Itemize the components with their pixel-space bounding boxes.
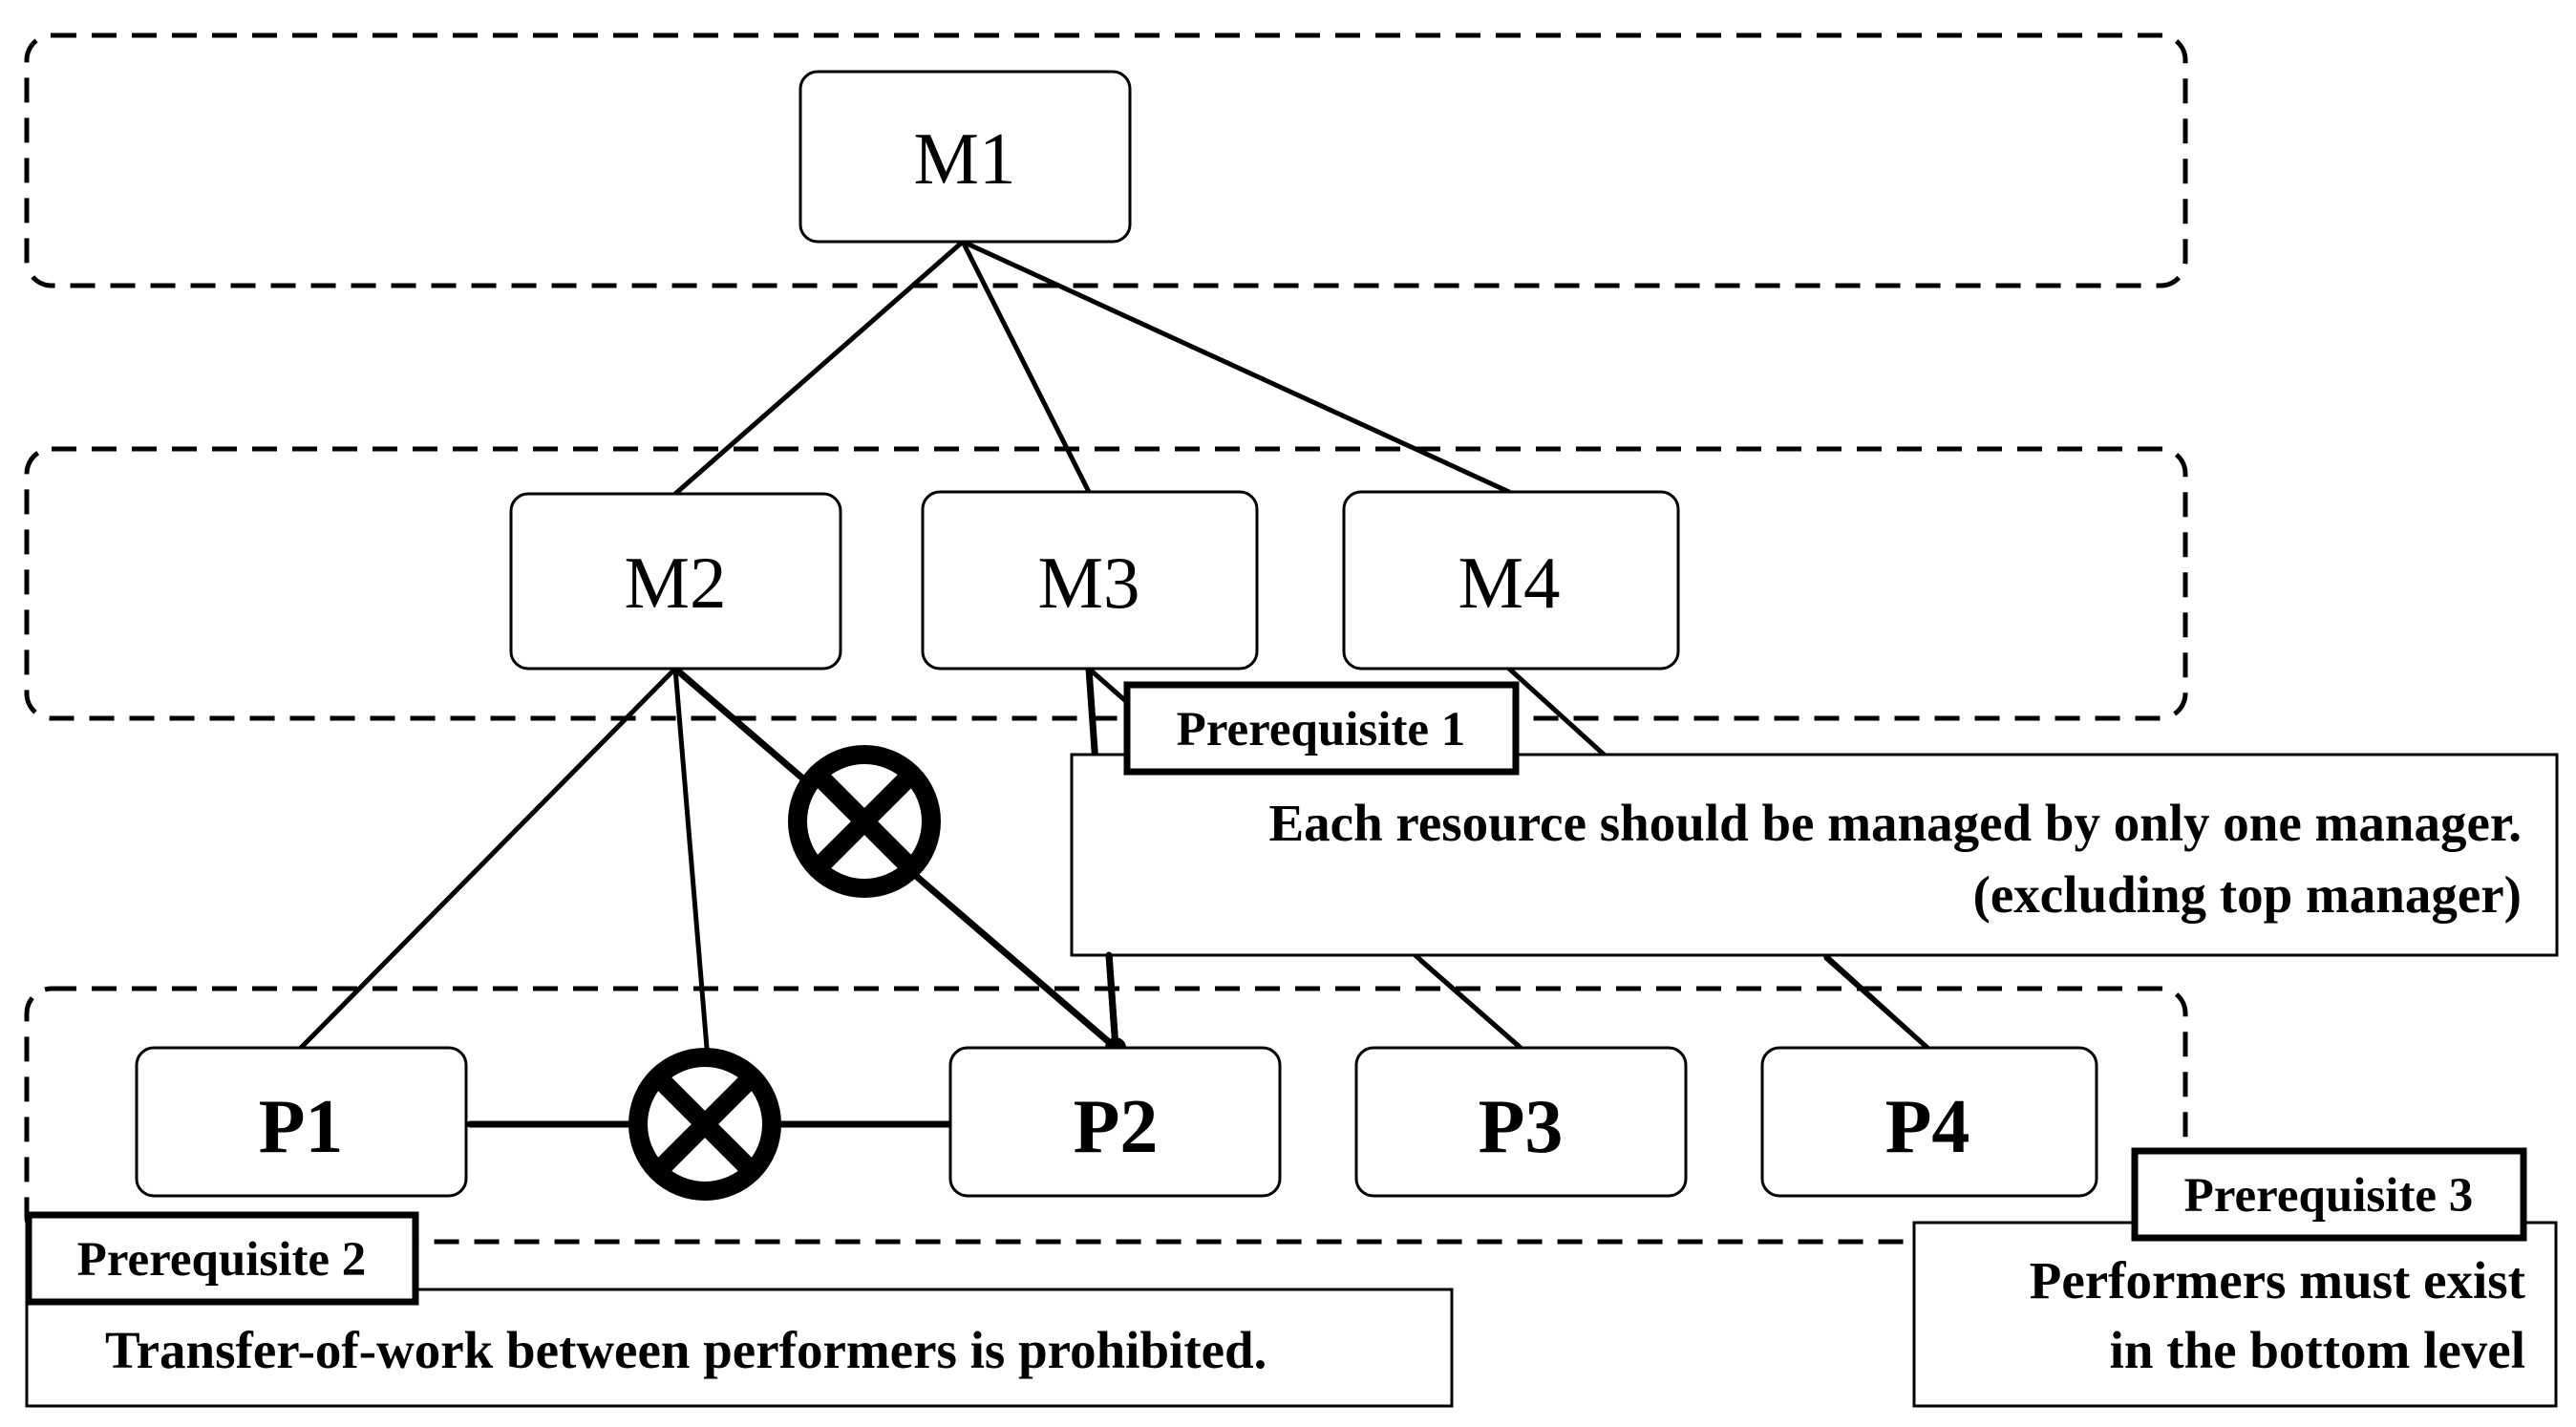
prerequisite-1-note: Each resource should be managed by only …	[1070, 753, 2559, 957]
edge-m1-m4	[960, 239, 1512, 495]
node-m4: M4	[1342, 490, 1680, 671]
node-m1-label: M1	[914, 117, 1016, 200]
node-m3: M3	[921, 490, 1259, 671]
node-p3: P3	[1354, 1046, 1688, 1198]
node-m1: M1	[798, 70, 1132, 244]
prerequisite-3-tag-label: Prerequisite 3	[2184, 1169, 2474, 1223]
prerequisite-3-tag: Prerequisite 3	[2131, 1147, 2527, 1242]
prerequisite-1-tag-label: Prerequisite 1	[1177, 703, 1466, 756]
edge-m3-p3-lower	[1418, 958, 1523, 1051]
node-p1: P1	[135, 1046, 468, 1198]
node-p4-label: P4	[1885, 1085, 1970, 1169]
prerequisite-3-text-line2: in the bottom level	[2110, 1321, 2525, 1379]
edge-m4-p4-lower	[1823, 955, 1930, 1051]
prerequisite-3-text-line1: Performers must exist	[2030, 1251, 2526, 1310]
edge-m2-p1	[298, 666, 678, 1051]
node-p2: P2	[948, 1046, 1282, 1198]
prerequisite-2-tag: Prerequisite 2	[25, 1211, 419, 1306]
prerequisite-1-text-line2: (excluding top manager)	[1973, 865, 2522, 924]
top-level-container	[24, 32, 2188, 288]
node-m2: M2	[509, 492, 842, 671]
node-p2-label: P2	[1074, 1085, 1159, 1169]
prerequisite-2-tag-label: Prerequisite 2	[77, 1233, 367, 1287]
bottom-level-container	[24, 986, 2188, 1245]
middle-level-container	[24, 446, 2188, 721]
level-containers	[24, 32, 2188, 1245]
connectors-lower-segments	[1105, 951, 1930, 1052]
node-p4: P4	[1760, 1046, 2098, 1198]
prohibited-mark-transfer-of-work	[628, 1048, 781, 1201]
edge-m2-p2-vertical	[672, 666, 710, 1051]
prerequisite-2-note: Transfer-of-work between performers is p…	[25, 1288, 1454, 1408]
edge-m3-p2-lower	[1105, 951, 1119, 1052]
prohibited-mark-manager-overlap	[788, 745, 941, 898]
prerequisite-2-text: Transfer-of-work between performers is p…	[105, 1321, 1267, 1379]
prerequisite-1-text-line1: Each resource should be managed by only …	[1269, 794, 2523, 852]
prerequisite-3-note: Performers must exist in the bottom leve…	[1912, 1221, 2558, 1408]
edge-m1-m3	[960, 239, 1092, 495]
edge-m1-m2	[672, 239, 966, 497]
node-m3-label: M3	[1038, 542, 1140, 624]
node-m4-label: M4	[1458, 542, 1561, 624]
node-p3-label: P3	[1479, 1085, 1564, 1169]
node-p1-label: P1	[259, 1085, 344, 1169]
node-m2-label: M2	[625, 542, 727, 624]
prerequisite-1-tag: Prerequisite 1	[1123, 681, 1520, 776]
